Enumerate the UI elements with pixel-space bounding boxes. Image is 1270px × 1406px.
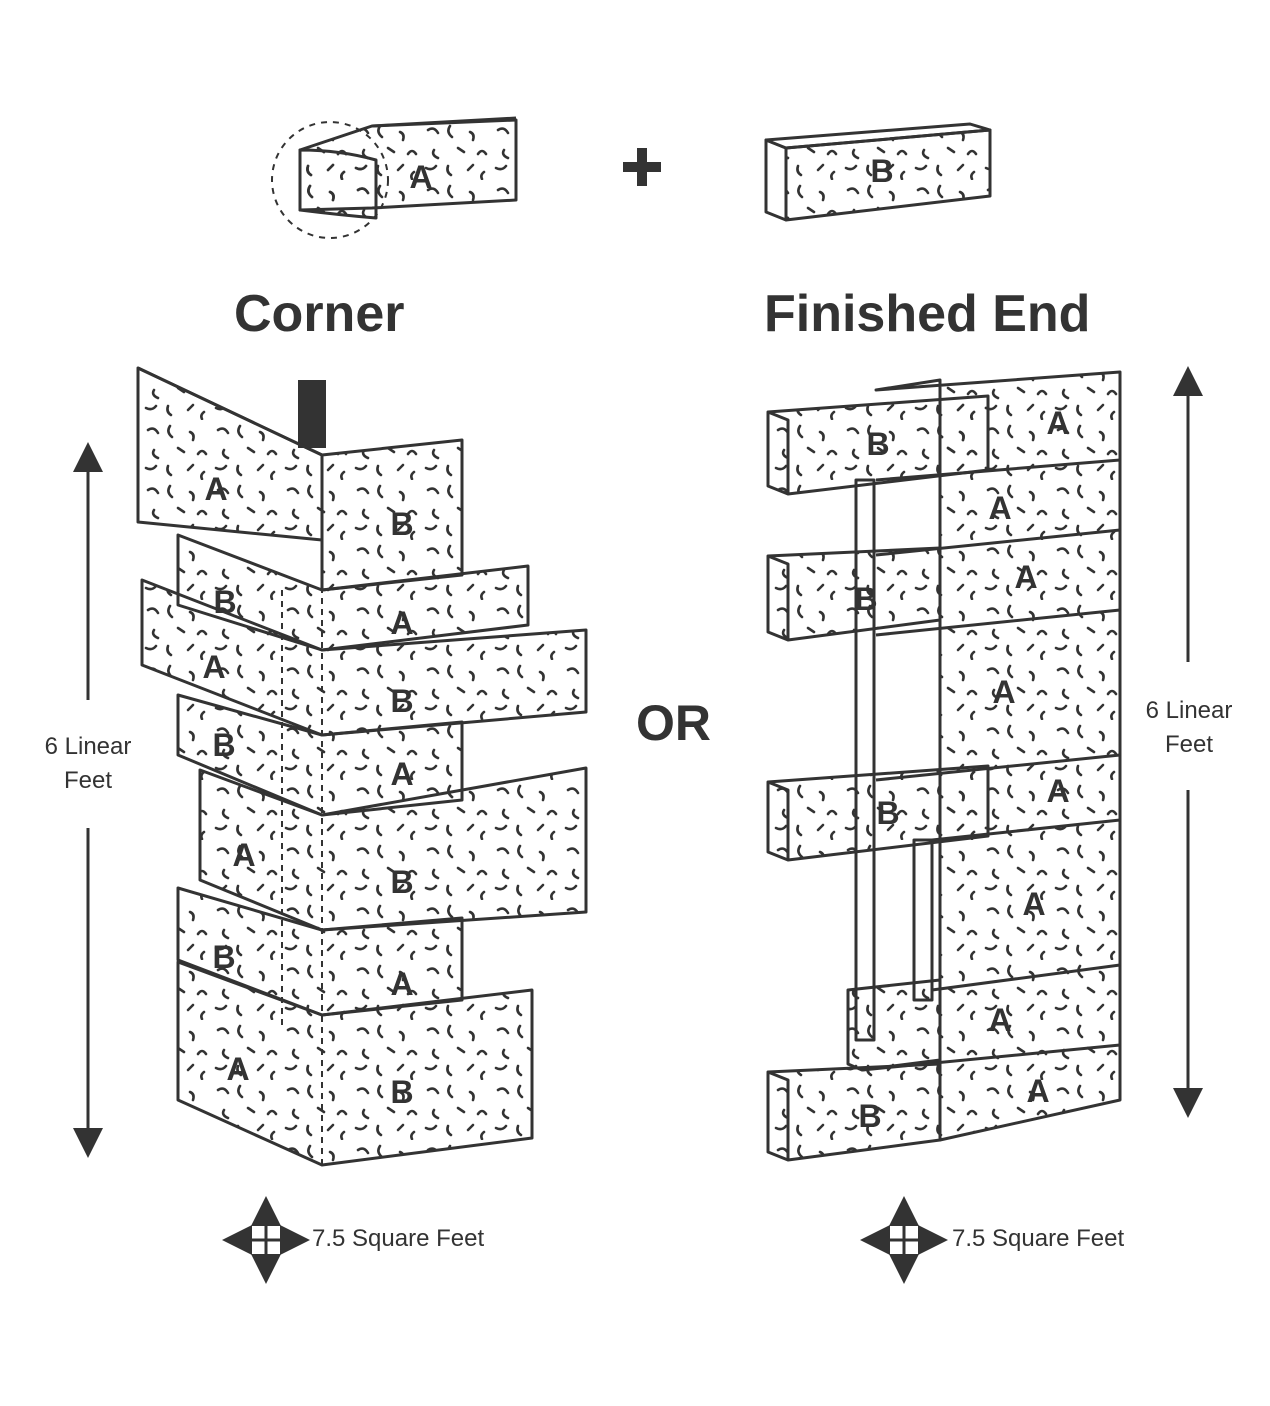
- finished-end-stone-label: B: [858, 1098, 881, 1134]
- corner-stone-label: B: [390, 506, 413, 542]
- corner-area-arrows: [222, 1196, 310, 1284]
- corner-height-label-line1: 6 Linear: [44, 733, 132, 760]
- corner-height-label-line2: Feet: [63, 767, 113, 794]
- finished-end-stone-label: B: [876, 795, 899, 831]
- corner-height-label: 6 Linear Feet: [38, 730, 138, 798]
- finished-end-stone-label: A: [992, 674, 1015, 710]
- stone-b-top: [764, 122, 992, 222]
- corner-stone-label: A: [204, 471, 227, 507]
- finished-end-area-label: 7.5 Square Feet: [952, 1225, 1125, 1252]
- corner-post: [298, 380, 326, 448]
- corner-title: Corner: [234, 285, 405, 343]
- corner-area-label: 7.5 Square Feet: [312, 1225, 485, 1252]
- corner-stone-label: B: [390, 864, 413, 900]
- stone-a-top: [271, 116, 518, 239]
- or-label: OR: [636, 695, 711, 751]
- corner-stone-label: A: [390, 966, 413, 1002]
- plus-sign-icon: [623, 148, 661, 186]
- finished-end-title: Finished End: [764, 285, 1091, 343]
- finished-end-stone-label: B: [854, 581, 877, 617]
- finished-end-stone-label: A: [1014, 559, 1037, 595]
- finished-end-stone-label: B: [866, 426, 889, 462]
- corner-stone-label: B: [213, 584, 236, 620]
- stone-b-label: B: [870, 153, 893, 189]
- corner-stone-label: B: [212, 939, 235, 975]
- corner-assembly: [136, 366, 588, 1167]
- corner-stone-label: A: [226, 1051, 249, 1087]
- finished-end-area-arrows: [860, 1196, 948, 1284]
- corner-stone-label: A: [232, 837, 255, 873]
- finished-end-height-label-line2: Feet: [1164, 731, 1214, 758]
- corner-stone-label: B: [390, 683, 413, 719]
- corner-stone-label: A: [202, 649, 225, 685]
- corner-stone-label: A: [390, 605, 413, 641]
- finished-end-assembly: [766, 370, 1122, 1162]
- corner-stone-label: B: [390, 1074, 413, 1110]
- finished-end-height-label-line1: 6 Linear: [1145, 697, 1233, 724]
- finished-end-stone-label: A: [988, 1002, 1011, 1038]
- finished-end-stone-label: A: [1022, 886, 1045, 922]
- finished-end-stone-label: A: [988, 490, 1011, 526]
- finished-end-stone-label: A: [1026, 1073, 1049, 1109]
- corner-stone-label: B: [212, 727, 235, 763]
- corner-stone-label: A: [390, 756, 413, 792]
- finished-end-stone-label: A: [1046, 773, 1069, 809]
- finished-end-height-label: 6 Linear Feet: [1139, 694, 1239, 762]
- finished-end-stone-label: A: [1046, 405, 1069, 441]
- stone-a-label: A: [409, 159, 432, 195]
